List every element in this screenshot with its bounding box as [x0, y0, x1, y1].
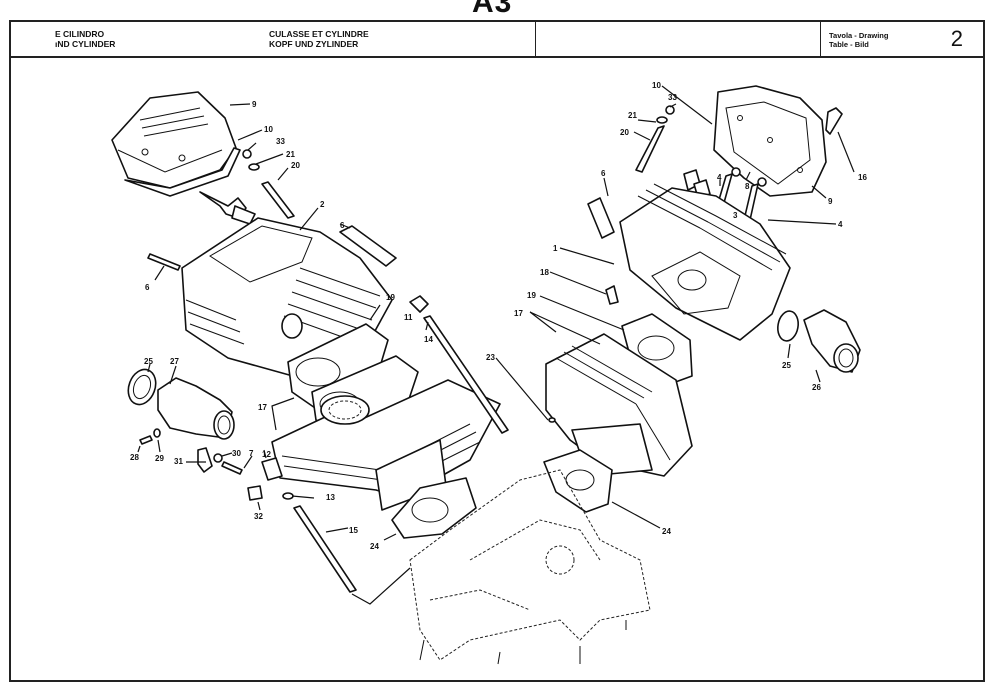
nut-33-left	[242, 149, 252, 159]
o-ring-25-left	[127, 368, 157, 406]
rocker-part-left	[199, 191, 256, 225]
table-cell: Tavola - Drawing Table - Bild 2	[820, 20, 985, 56]
cylinder-head-right	[619, 183, 791, 341]
bolt-16	[825, 107, 843, 135]
stud-20-left	[261, 181, 295, 219]
blank-cell	[535, 20, 820, 56]
plug-32	[247, 485, 263, 501]
drawing-frame	[9, 20, 985, 682]
table-label-1: Tavola - Drawing	[829, 31, 889, 40]
callout-10-right: 10	[652, 81, 661, 90]
table-label-2: Table - Bild	[829, 40, 869, 49]
callout-17-right: 17	[514, 309, 523, 318]
callout-6-left-a: 6	[340, 221, 345, 230]
callouts-left: 9 10 33 21 20 2 6 6 19 11 14 17 25 27 28…	[130, 100, 433, 551]
callout-8: 8	[745, 182, 750, 191]
title-block: E CILINDRO ıND CYLINDER CULASSE ET CYLIN…	[9, 20, 985, 58]
nut-33-right	[665, 105, 675, 115]
callout-7: 7	[249, 449, 254, 458]
callout-24-right: 24	[662, 527, 671, 536]
callout-27: 27	[170, 357, 179, 366]
valve-cover-left	[111, 91, 241, 197]
callout-6-left-b: 6	[145, 283, 150, 292]
callout-6-right: 6	[601, 169, 606, 178]
washer-21-right	[656, 116, 668, 124]
crankcase	[409, 469, 651, 665]
callout-24-left: 24	[370, 542, 379, 551]
callout-4-right-b: 4	[838, 220, 843, 229]
sheet-id: A3	[472, 0, 513, 19]
callout-4-right-a: 4	[717, 173, 722, 182]
table-label: Tavola - Drawing Table - Bild	[829, 31, 888, 49]
callout-3: 3	[733, 211, 738, 220]
callout-33-left: 33	[276, 137, 285, 146]
callout-2-left: 2	[320, 200, 325, 209]
dowel-18	[605, 285, 619, 305]
stud-14	[423, 315, 509, 434]
callout-25-left: 25	[144, 357, 153, 366]
callout-21-left: 21	[286, 150, 295, 159]
title-fr-de: CULASSE ET CYLINDRE KOPF UND ZYLINDER	[269, 29, 369, 49]
guide-left	[339, 225, 397, 267]
intake-manifold-right	[803, 309, 861, 373]
callout-11: 11	[404, 313, 413, 322]
base-gasket-left	[391, 477, 477, 539]
callout-12: 12	[262, 450, 271, 459]
washer-29	[153, 428, 161, 438]
intake-manifold-left	[157, 377, 235, 440]
leader-lines	[137, 85, 855, 605]
callout-25-right: 25	[782, 361, 791, 370]
callout-23: 23	[486, 353, 495, 362]
callout-10-left: 10	[264, 125, 273, 134]
stud-15	[293, 505, 357, 593]
callout-19-right: 19	[527, 291, 536, 300]
gasket-23-pin	[548, 417, 556, 423]
washer-30	[213, 453, 223, 463]
callout-13: 13	[326, 493, 335, 502]
table-number: 2	[950, 26, 963, 51]
callout-20-right: 20	[620, 128, 629, 137]
title-line-1: E CILINDRO	[55, 29, 105, 39]
o-ring-13	[282, 492, 294, 500]
guide-right	[587, 197, 615, 239]
bracket-31	[197, 447, 213, 473]
callout-31: 31	[174, 457, 183, 466]
callout-17-left: 17	[258, 403, 267, 412]
title-line-2: ıND CYLINDER	[55, 39, 116, 49]
title-line-fr: CULASSE ET CYLINDRE	[269, 29, 369, 39]
stud-20-right	[635, 125, 665, 173]
title-it-en: E CILINDRO ıND CYLINDER	[55, 29, 115, 49]
callout-20-left: 20	[291, 161, 300, 170]
callout-30: 30	[232, 449, 241, 458]
callout-14: 14	[424, 335, 433, 344]
screw-28	[139, 435, 153, 445]
pin-left	[147, 253, 181, 271]
title-line-de: KOPF UND ZYLINDER	[269, 39, 359, 49]
callout-15: 15	[349, 526, 358, 535]
base-gasket-right	[543, 449, 613, 513]
callout-32: 32	[254, 512, 263, 521]
callout-9-left: 9	[252, 100, 257, 109]
callout-26: 26	[812, 383, 821, 392]
callout-9-right: 9	[828, 197, 833, 206]
callout-29: 29	[155, 454, 164, 463]
callout-19-left: 19	[386, 293, 395, 302]
title-cell: E CILINDRO ıND CYLINDER CULASSE ET CYLIN…	[9, 20, 535, 56]
washer-21-left	[248, 163, 260, 171]
callout-18: 18	[540, 268, 549, 277]
valve-cover-right	[713, 85, 827, 197]
o-ring-25-right	[777, 310, 799, 342]
callout-16: 16	[858, 173, 867, 182]
callouts-right: 10 33 21 20 16 6 4 8 3 9 4 1 18 19 17 23…	[486, 81, 867, 536]
sleeve-12	[261, 457, 283, 481]
callout-33-right: 33	[668, 93, 677, 102]
callout-21-right: 21	[628, 111, 637, 120]
cap-11	[409, 295, 429, 313]
callout-28: 28	[130, 453, 139, 462]
callout-1: 1	[553, 244, 558, 253]
bolt-7	[221, 461, 243, 475]
